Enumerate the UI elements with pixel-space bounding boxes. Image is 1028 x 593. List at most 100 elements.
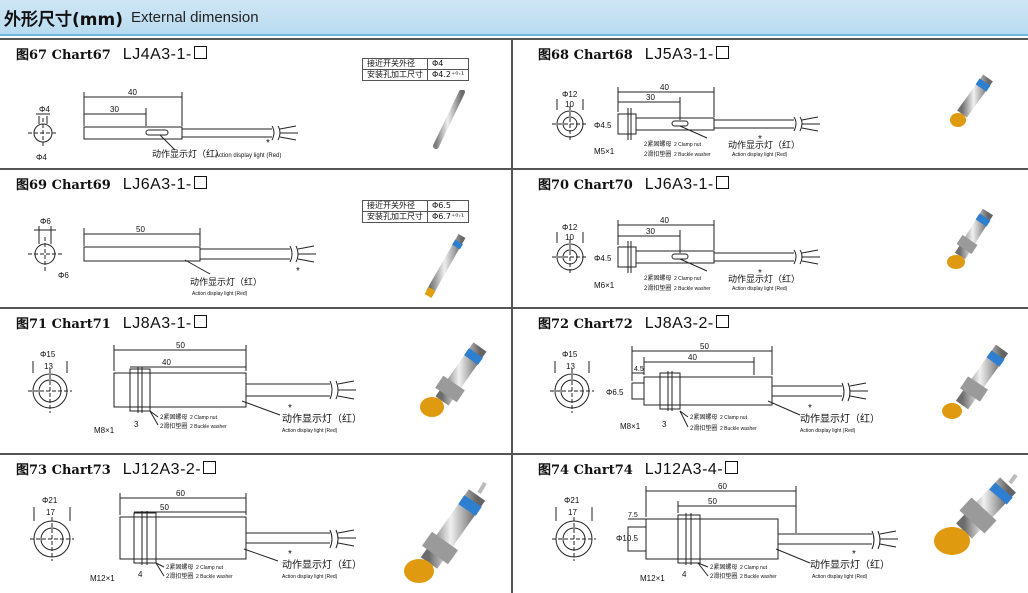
dim-thread: M8×1 xyxy=(94,426,115,435)
chart-panel-73: 图73 Chart73 LJ12A3-2- xyxy=(10,457,508,593)
dimension-drawing: Φ15 13 50 40 3 M8×1 * 动作显示灯（红） Action di… xyxy=(28,341,362,435)
model-number: LJ12A3-2- xyxy=(122,461,202,478)
dim-diameter: Φ6 xyxy=(40,217,51,226)
star-mark: * xyxy=(758,268,762,279)
clamp-nut-label-en: 2 Clamp nut xyxy=(720,415,748,421)
buckle-washer-label: 2滑扣垫圈 xyxy=(710,572,737,580)
clamp-nut-label: 2紧固螺母 xyxy=(166,563,193,571)
dim-diameter: Φ21 xyxy=(42,496,58,505)
dim-lead: 7.5 xyxy=(628,512,638,519)
model-number: LJ12A3-4- xyxy=(644,461,724,478)
spec-value: Φ6.7⁺⁰·¹ xyxy=(426,211,470,223)
column-divider xyxy=(511,38,513,593)
row-divider xyxy=(0,168,1028,170)
dim-diameter: Φ12 xyxy=(562,90,578,99)
dimension-drawing: Φ12 10 40 30 Φ4.5 M5×1 * 动作显示灯（红） Action… xyxy=(552,83,820,158)
chart-number: 图70 Chart70 xyxy=(538,178,633,193)
sensor-photo xyxy=(950,74,993,127)
dim-length: 30 xyxy=(646,93,655,102)
chart-panel-71: 图71 Chart71 LJ8A3-1- Φ xyxy=(10,311,508,451)
star-mark: * xyxy=(288,549,292,560)
panel-title: 图68 Chart68 LJ5A3-1- xyxy=(538,44,729,64)
action-light-label-zh: 动作显示灯（红） xyxy=(282,558,362,571)
dim-length: 40 xyxy=(660,83,669,92)
dim-diameter: 13 xyxy=(44,362,53,371)
option-box-symbol xyxy=(725,461,739,474)
action-light-label-en: Action display light (Red) xyxy=(732,152,788,158)
option-box-symbol xyxy=(193,46,207,59)
dim-body: Φ4.5 xyxy=(594,254,612,263)
action-light-label-zh: 动作显示灯（红） xyxy=(152,148,224,159)
chart-panel-67: 图67 Chart67 LJ4A3-1- xyxy=(10,42,508,167)
dim-thread: M12×1 xyxy=(90,574,115,583)
dim-thread: M6×1 xyxy=(594,281,615,290)
dim-body: Φ10.5 xyxy=(616,534,639,543)
buckle-washer-label-en: 2 Buckle washer xyxy=(190,424,227,430)
spec-value: Φ4 xyxy=(426,58,470,70)
option-box-symbol xyxy=(193,176,207,189)
buckle-washer-label: 2滑扣垫圈 xyxy=(160,422,187,430)
sensor-photo xyxy=(420,342,487,417)
dim-length: 30 xyxy=(110,105,119,114)
buckle-washer-label-en: 2 Buckle washer xyxy=(720,426,757,432)
option-box-symbol xyxy=(715,46,729,59)
panel-title: 图69 Chart69 LJ6A3-1- xyxy=(16,174,207,194)
option-box-symbol xyxy=(715,176,729,189)
chart-number: 图74 Chart74 xyxy=(538,463,633,478)
dim-length: 30 xyxy=(646,227,655,236)
dim-small: 3 xyxy=(134,420,139,429)
action-light-label-en: Action display light (Red) xyxy=(215,153,281,159)
spec-label: 接近开关外径 xyxy=(362,200,428,212)
dim-diameter: Φ6 xyxy=(58,271,69,280)
buckle-washer-label-en: 2 Buckle washer xyxy=(674,152,711,158)
spec-label: 接近开关外径 xyxy=(362,58,428,70)
header-title-zh: 外形尺寸(mm) xyxy=(4,9,123,30)
dim-diameter: 10 xyxy=(565,100,574,109)
clamp-nut-label-en: 2 Clamp nut xyxy=(740,565,768,571)
action-light-label-en: Action display light (Red) xyxy=(282,428,338,434)
chart-panel-74: 图74 Chart74 LJ12A3-4- xyxy=(532,457,1026,593)
dim-diameter: Φ12 xyxy=(562,223,578,232)
dim-body: Φ6.5 xyxy=(606,388,624,397)
clamp-nut-label-en: 2 Clamp nut xyxy=(674,142,702,148)
panel-title: 图72 Chart72 LJ8A3-2- xyxy=(538,313,729,333)
panel-title: 图71 Chart71 LJ8A3-1- xyxy=(16,313,207,333)
chart-panel-70: 图70 Chart70 LJ6A3-1- xyxy=(532,172,1026,305)
buckle-washer-label: 2滑扣垫圈 xyxy=(166,572,193,580)
dim-length: 40 xyxy=(688,353,697,362)
action-light-label-zh: 动作显示灯（红） xyxy=(728,139,800,150)
spec-label: 安装孔加工尺寸 xyxy=(362,211,428,223)
star-mark: * xyxy=(266,138,270,149)
chart-number: 图73 Chart73 xyxy=(16,463,111,478)
buckle-washer-label: 2滑扣垫圈 xyxy=(644,150,671,158)
dim-small: 4 xyxy=(682,570,687,579)
star-mark: * xyxy=(296,266,300,277)
sensor-photo xyxy=(404,481,487,583)
dim-length: 50 xyxy=(708,497,717,506)
spec-value: Φ4.2⁺⁰·¹ xyxy=(426,69,470,81)
action-light-label-en: Action display light (Red) xyxy=(800,428,856,434)
model-number: LJ8A3-1- xyxy=(122,315,192,332)
chart-panel-72: 图72 Chart72 LJ8A3-2- xyxy=(532,311,1026,451)
action-light-label-zh: 动作显示灯（红） xyxy=(282,412,362,425)
star-mark: * xyxy=(288,403,292,414)
spec-label: 安装孔加工尺寸 xyxy=(362,69,428,81)
header-title-en: External dimension xyxy=(130,8,259,26)
sensor-photo xyxy=(934,473,1018,555)
panel-title: 图67 Chart67 LJ4A3-1- xyxy=(16,44,207,64)
dim-thread: M5×1 xyxy=(594,147,615,156)
dim-diameter: Φ4 xyxy=(36,153,47,162)
dim-length: 50 xyxy=(700,342,709,351)
dim-diameter: 13 xyxy=(566,362,575,371)
sensor-photo xyxy=(942,344,1009,419)
dim-length: 50 xyxy=(160,503,169,512)
dim-small: 3 xyxy=(662,420,667,429)
dim-body: Φ4.5 xyxy=(594,121,612,130)
dim-diameter: 10 xyxy=(565,233,574,242)
action-light-label-en: Action display light (Red) xyxy=(192,291,248,297)
dim-length: 50 xyxy=(176,341,185,350)
sensor-photo xyxy=(424,234,466,298)
